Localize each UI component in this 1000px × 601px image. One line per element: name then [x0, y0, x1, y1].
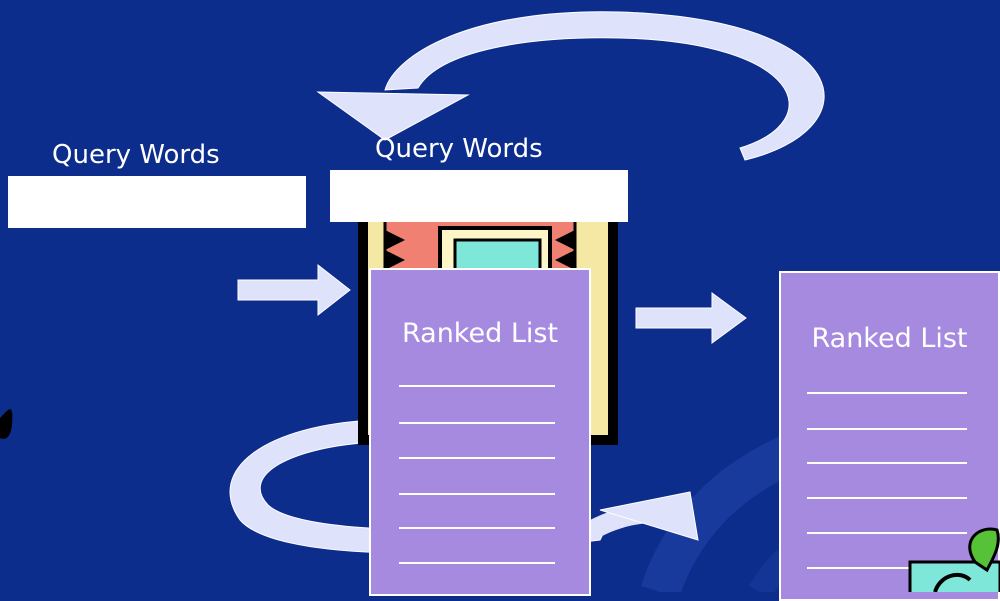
ranked-list-title-center: Ranked List [401, 318, 559, 349]
list-line [807, 392, 967, 394]
list-line [807, 428, 967, 430]
ranked-list-card-right: Ranked List [779, 271, 1000, 601]
list-line [399, 527, 555, 529]
list-line [399, 493, 555, 495]
query-words-label-left: Query Words [52, 140, 220, 170]
list-line [399, 562, 555, 564]
output-arrow [635, 292, 747, 344]
edge-mark [0, 409, 13, 439]
input-arrow [237, 263, 351, 317]
list-line [399, 385, 555, 387]
query-words-box-center[interactable] [330, 170, 628, 222]
ranked-list-card-center: Ranked List [369, 268, 591, 596]
top-loop-arrow [384, 11, 825, 161]
bottom-loop-arrowhead [599, 491, 699, 541]
list-line [399, 457, 555, 459]
query-words-label-center: Query Words [375, 134, 543, 164]
list-line [807, 532, 967, 534]
list-line [399, 422, 555, 424]
list-line [807, 462, 967, 464]
query-words-box-left[interactable] [8, 176, 306, 228]
top-loop-arrowhead [316, 91, 470, 141]
list-line [807, 567, 967, 569]
plant-icon [908, 527, 1000, 592]
list-line [807, 497, 967, 499]
ranked-list-title-right: Ranked List [811, 323, 968, 354]
